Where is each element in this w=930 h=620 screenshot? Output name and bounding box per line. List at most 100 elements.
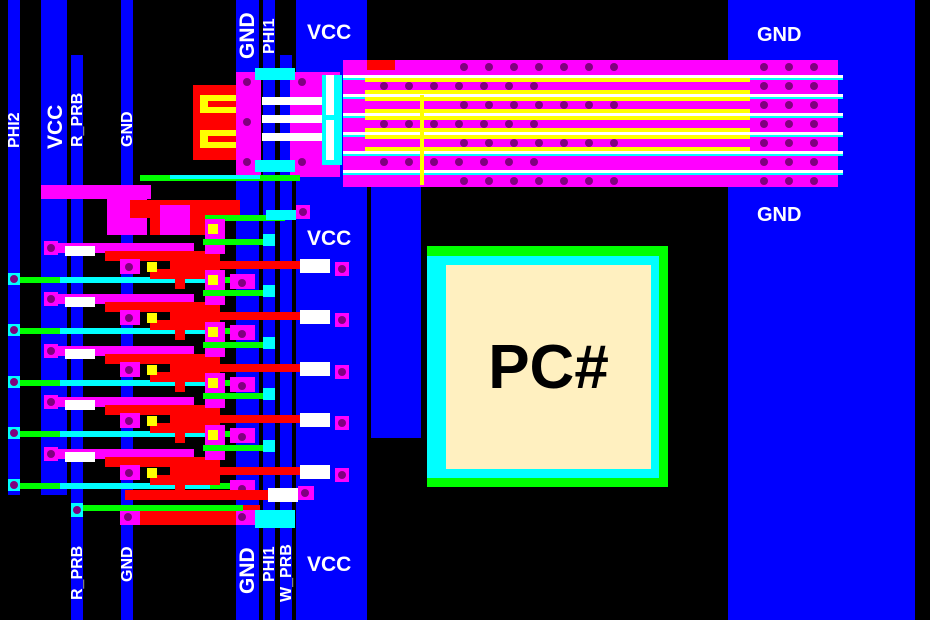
contact-via — [485, 177, 493, 185]
contact-via — [243, 118, 251, 126]
contact-via — [47, 244, 55, 252]
layout-shape — [365, 147, 750, 151]
layout-shape — [205, 215, 285, 221]
layout-shape — [300, 362, 330, 376]
layout-shape — [326, 75, 334, 115]
contact-via — [535, 63, 543, 71]
contact-via — [338, 265, 346, 273]
contact-via — [785, 158, 793, 166]
contact-via — [455, 120, 463, 128]
contact-via — [585, 63, 593, 71]
metal-bus — [8, 0, 20, 495]
contact-via — [298, 78, 306, 86]
contact-via — [535, 139, 543, 147]
layout-shape — [263, 388, 275, 400]
layout-shape — [208, 224, 218, 234]
contact-via — [530, 120, 538, 128]
layout-shape — [147, 468, 157, 478]
contact-via — [10, 378, 18, 386]
layout-shape — [60, 277, 210, 283]
vcc-bottom-label: VCC — [307, 553, 352, 576]
layout-shape — [268, 488, 298, 502]
layout-shape — [150, 423, 220, 433]
layout-shape — [105, 405, 220, 415]
contact-via — [810, 158, 818, 166]
contact-via — [238, 433, 246, 441]
contact-via — [238, 330, 246, 338]
contact-via — [585, 101, 593, 109]
layout-shape — [105, 354, 220, 364]
contact-via — [125, 366, 133, 374]
contact-via — [560, 177, 568, 185]
layout-shape — [365, 116, 750, 120]
contact-via — [610, 101, 618, 109]
layout-shape — [170, 312, 300, 320]
contact-via — [810, 82, 818, 90]
contact-via — [810, 177, 818, 185]
contact-via — [505, 158, 513, 166]
layout-shape — [147, 262, 157, 272]
layout-shape — [365, 78, 750, 82]
contact-via — [560, 63, 568, 71]
layout-shape — [170, 261, 300, 269]
layout-shape — [208, 136, 245, 142]
contact-via — [810, 139, 818, 147]
layout-shape — [170, 467, 300, 475]
contact-via — [125, 417, 133, 425]
layout-shape — [263, 337, 275, 349]
contact-via — [505, 82, 513, 90]
layout-shape — [208, 430, 218, 440]
gnd-right-top-label: GND — [757, 24, 802, 46]
layout-shape — [365, 90, 750, 94]
contact-via — [430, 120, 438, 128]
layout-shape — [175, 310, 185, 340]
contact-via — [785, 101, 793, 109]
contact-via — [785, 139, 793, 147]
layout-shape — [203, 342, 273, 348]
contact-via — [405, 158, 413, 166]
layout-shape — [175, 413, 185, 443]
contact-via — [585, 177, 593, 185]
contact-via — [510, 139, 518, 147]
layout-shape — [150, 475, 220, 485]
contact-via — [760, 101, 768, 109]
layout-shape — [255, 510, 295, 528]
layout-shape — [255, 160, 295, 172]
layout-shape — [175, 465, 185, 495]
contact-via — [124, 513, 132, 521]
r-prb-top-label: R_PRB — [69, 92, 86, 147]
layout-shape — [60, 328, 210, 334]
contact-via — [785, 63, 793, 71]
contact-via — [47, 295, 55, 303]
contact-via — [785, 120, 793, 128]
layout-shape — [83, 505, 243, 511]
layout-shape — [343, 132, 843, 135]
layout-shape — [208, 101, 245, 107]
contact-via — [380, 158, 388, 166]
contact-via — [405, 82, 413, 90]
contact-via — [585, 139, 593, 147]
layout-shape — [175, 362, 185, 392]
contact-via — [480, 158, 488, 166]
metal-bus — [371, 185, 421, 438]
layout-shape — [420, 95, 424, 185]
layout-shape — [170, 364, 300, 372]
contact-via — [430, 158, 438, 166]
contact-via — [485, 63, 493, 71]
contact-via — [10, 429, 18, 437]
layout-shape — [65, 349, 95, 359]
layout-shape — [105, 302, 220, 312]
contact-via — [47, 347, 55, 355]
contact-via — [560, 101, 568, 109]
contact-via — [460, 63, 468, 71]
pc-block-label[interactable]: PC# — [488, 332, 609, 402]
layout-shape — [170, 415, 300, 423]
layout-shape — [262, 133, 342, 141]
layout-shape — [147, 313, 157, 323]
contact-via — [530, 158, 538, 166]
layout-shape — [343, 113, 843, 116]
layout-shape — [208, 275, 218, 285]
contact-via — [125, 314, 133, 322]
layout-shape — [300, 465, 330, 479]
